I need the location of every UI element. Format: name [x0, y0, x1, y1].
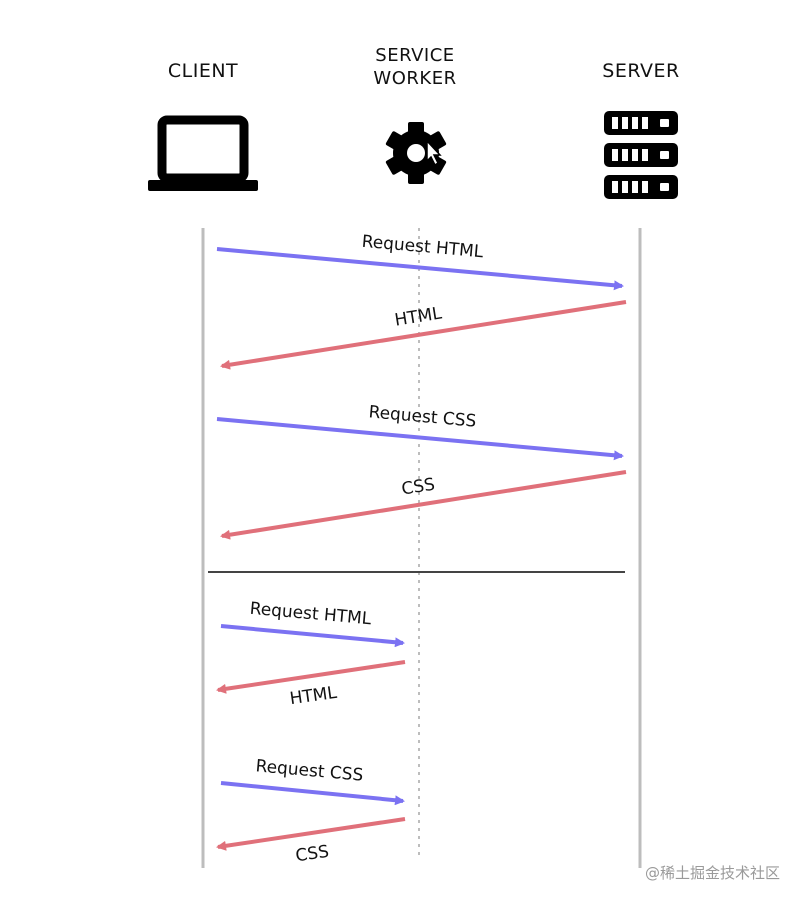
arrow-html — [220, 300, 627, 370]
msg-label-sw-css: CSS — [294, 842, 330, 866]
msg-label-html: HTML — [393, 303, 443, 330]
arrow-sw-css — [216, 817, 406, 851]
arrow-css — [220, 470, 627, 540]
watermark: @稀土掘金技术社区 — [644, 864, 780, 882]
arrow-request-css — [216, 417, 624, 461]
service-worker-label: SERVICE WORKER — [340, 45, 490, 90]
cursor-icon — [426, 139, 442, 167]
msg-label-sw-request-html: Request HTML — [249, 599, 373, 630]
arrow-sw-request-css — [220, 781, 405, 806]
client-label: CLIENT — [167, 60, 239, 82]
msg-label-request-html: Request HTML — [361, 232, 485, 263]
msg-label-css: CSS — [400, 475, 436, 500]
arrow-sw-request-html — [220, 624, 405, 648]
arrow-request-html — [216, 247, 624, 291]
msg-label-sw-html: HTML — [288, 683, 338, 709]
service-worker-label-line1: SERVICE — [375, 45, 455, 66]
server-rack-icon — [604, 111, 678, 199]
gear-icon — [385, 122, 447, 184]
laptop-icon — [148, 115, 258, 191]
msg-label-request-css: Request CSS — [368, 402, 477, 431]
msg-label-sw-request-css: Request CSS — [255, 756, 364, 785]
server-label: SERVER — [602, 60, 680, 82]
service-worker-label-line2: WORKER — [373, 67, 457, 89]
arrow-sw-html — [216, 660, 406, 694]
